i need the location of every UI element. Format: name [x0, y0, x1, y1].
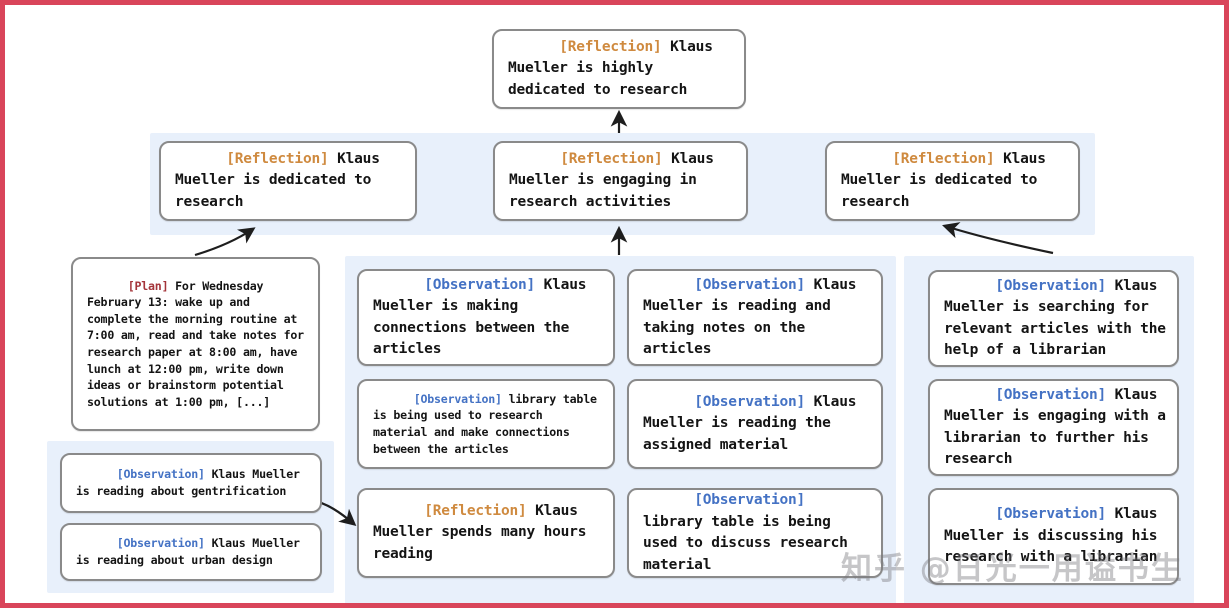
- node-evidence-3-1[interactable]: [Observation] Klaus Mueller is searching…: [928, 270, 1179, 367]
- node-left-observation-2[interactable]: [Observation] Klaus Mueller is reading a…: [60, 523, 322, 581]
- node-text: [Observation] Klaus Mueller is reading t…: [629, 370, 881, 478]
- node-evidence-1-3[interactable]: [Reflection] Klaus Mueller spends many h…: [357, 488, 615, 578]
- node-body: Klaus Mueller spends many hours reading: [373, 502, 595, 562]
- node-body: Klaus Mueller is dedicated to research: [841, 150, 1055, 210]
- node-text: [Reflection] Klaus Mueller is highly ded…: [494, 15, 744, 123]
- tag-reflection: [Reflection]: [424, 502, 527, 519]
- node-body: Klaus Mueller is making connections betw…: [373, 276, 595, 358]
- node-body: For Wednesday February 13: wake up and c…: [87, 278, 311, 409]
- node-reflection-2[interactable]: [Reflection] Klaus Mueller is engaging i…: [493, 141, 748, 221]
- node-evidence-3-2[interactable]: [Observation] Klaus Mueller is engaging …: [928, 379, 1179, 476]
- node-reflection-3[interactable]: [Reflection] Klaus Mueller is dedicated …: [825, 141, 1080, 221]
- tag-reflection: [Reflection]: [559, 38, 662, 55]
- tag-reflection: [Reflection]: [892, 150, 995, 167]
- node-text: [Reflection] Klaus Mueller is dedicated …: [827, 127, 1078, 235]
- node-body: Klaus Mueller is reading the assigned ma…: [643, 393, 865, 453]
- node-evidence-1-2[interactable]: [Observation] library table is being use…: [357, 379, 615, 469]
- tag-observation: [Observation]: [995, 506, 1107, 523]
- node-body: library table is being used to discuss r…: [643, 492, 857, 573]
- node-evidence-2-3[interactable]: [Observation] library table is being use…: [627, 488, 883, 578]
- tag-observation: [Observation]: [694, 492, 806, 508]
- tag-reflection: [Reflection]: [560, 150, 663, 167]
- node-plan[interactable]: [Plan] For Wednesday February 13: wake u…: [71, 257, 320, 431]
- tag-observation: [Observation]: [413, 391, 502, 406]
- node-body: Klaus Mueller is highly dedicated to res…: [508, 38, 722, 98]
- node-body: library table is being used to research …: [373, 391, 604, 456]
- node-text: [Reflection] Klaus Mueller is engaging i…: [495, 127, 746, 235]
- node-body: Klaus Mueller is reading about urban des…: [76, 536, 307, 567]
- tag-observation: [Observation]: [995, 277, 1107, 294]
- node-text: [Reflection] Klaus Mueller is dedicated …: [161, 127, 415, 235]
- tag-observation: [Observation]: [995, 386, 1107, 403]
- node-text: [Observation] Klaus Mueller is discussin…: [930, 483, 1177, 591]
- node-left-observation-1[interactable]: [Observation] Klaus Mueller is reading a…: [60, 453, 322, 513]
- node-reflection-1[interactable]: [Reflection] Klaus Mueller is dedicated …: [159, 141, 417, 221]
- node-text: [Observation] library table is being use…: [629, 469, 881, 598]
- node-body: Klaus Mueller is engaging with a librari…: [944, 386, 1175, 468]
- node-evidence-1-1[interactable]: [Observation] Klaus Mueller is making co…: [357, 269, 615, 366]
- node-body: Klaus Mueller is reading and taking note…: [643, 276, 865, 358]
- tag-observation: [Observation]: [424, 276, 536, 293]
- node-text: [Observation] Klaus Mueller is reading a…: [62, 450, 320, 516]
- node-text: [Observation] Klaus Mueller is making co…: [359, 253, 613, 382]
- tag-observation: [Observation]: [694, 393, 806, 410]
- node-top-reflection[interactable]: [Reflection] Klaus Mueller is highly ded…: [492, 29, 746, 109]
- tag-observation: [Observation]: [694, 276, 806, 293]
- node-evidence-2-2[interactable]: [Observation] Klaus Mueller is reading t…: [627, 379, 883, 469]
- node-text: [Observation] library table is being use…: [359, 374, 613, 474]
- node-text: [Reflection] Klaus Mueller spends many h…: [359, 479, 613, 587]
- node-text: [Observation] Klaus Mueller is reading a…: [629, 253, 881, 382]
- node-body: Klaus Mueller is discussing his research…: [944, 506, 1166, 566]
- node-evidence-2-1[interactable]: [Observation] Klaus Mueller is reading a…: [627, 269, 883, 366]
- node-text: [Observation] Klaus Mueller is engaging …: [930, 363, 1177, 492]
- tag-observation: [Observation]: [116, 536, 205, 551]
- tag-plan: [Plan]: [127, 278, 169, 293]
- tag-observation: [Observation]: [116, 467, 205, 482]
- tag-reflection: [Reflection]: [226, 150, 329, 167]
- node-text: [Plan] For Wednesday February 13: wake u…: [73, 261, 318, 427]
- node-text: [Observation] Klaus Mueller is searching…: [930, 254, 1177, 383]
- node-evidence-3-3[interactable]: [Observation] Klaus Mueller is discussin…: [928, 488, 1179, 585]
- node-text: [Observation] Klaus Mueller is reading a…: [62, 519, 320, 585]
- node-body: Klaus Mueller is searching for relevant …: [944, 277, 1175, 359]
- node-body: Klaus Mueller is engaging in research ac…: [509, 150, 723, 210]
- node-body: Klaus Mueller is dedicated to research: [175, 150, 389, 210]
- node-body: Klaus Mueller is reading about gentrific…: [76, 467, 307, 498]
